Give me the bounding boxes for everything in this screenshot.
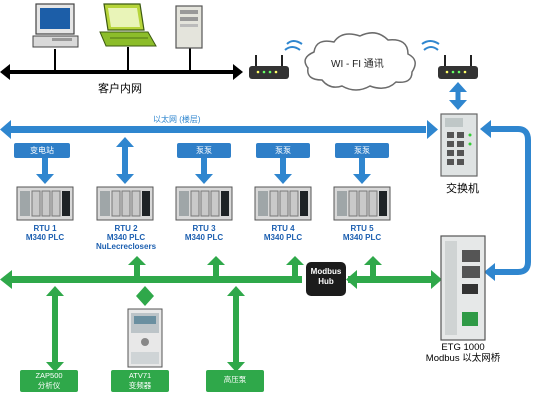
zap500-line-2: 分析仪 — [37, 381, 61, 390]
bridge-label-line-1: ETG 1000 — [441, 342, 485, 353]
plc-rack-4 — [254, 186, 312, 221]
wireless-router-right-icon — [438, 55, 478, 79]
wifi-communication-label: WI - FI 通讯 — [331, 59, 384, 70]
rtu-1-name: RTU 1 — [33, 224, 57, 233]
rtu-2-extra: NuLecreclosers — [95, 242, 157, 251]
plc-modbus-links — [128, 256, 382, 276]
modbus-bus — [0, 270, 442, 289]
rtu-5-name: RTU 5 — [350, 224, 374, 233]
desktop-computer-icon — [32, 3, 79, 48]
field-device-hp-pump: 高压泵 — [206, 370, 264, 392]
hp-pump-line-1: 高压泵 — [223, 375, 247, 384]
etg1000-bridge-icon — [440, 235, 486, 341]
rtu-5-model: M340 PLC — [342, 233, 382, 242]
field-device-atv71: ATV71 变频器 — [111, 370, 169, 392]
wifi-cloud — [304, 32, 416, 91]
rtu-2-model: M340 PLC — [106, 233, 146, 242]
plc-rack-1 — [16, 186, 74, 221]
atv71-line-1: ATV71 — [128, 371, 152, 380]
rtu-4-model: M340 PLC — [263, 233, 303, 242]
field-device-links — [46, 286, 245, 372]
station-tag-1: 变电站 — [14, 143, 70, 158]
rtu-label-5: RTU 5 M340 PLC — [332, 224, 392, 242]
bridge-label-line-2: Modbus 以太网桥 — [425, 353, 501, 364]
ethernet-bus-label: 以太网 (楼层) — [153, 115, 201, 124]
station-tag-4: 泵泵 — [256, 143, 310, 158]
rtu-3-model: M340 PLC — [184, 233, 224, 242]
station-tag-5: 泵泵 — [335, 143, 389, 158]
atv71-line-2: 变频器 — [128, 381, 152, 390]
wireless-router-left-icon — [249, 55, 289, 79]
plc-rack-3 — [175, 186, 233, 221]
rtu-label-1: RTU 1 M340 PLC — [15, 224, 75, 242]
etg-bridge-label: ETG 1000 Modbus 以太网桥 — [401, 342, 525, 364]
server-tower-icon — [175, 5, 203, 49]
hub-label-line-2: Hub — [318, 277, 334, 286]
switch-label: 交换机 — [446, 183, 479, 195]
ethernet-bus — [0, 120, 438, 139]
modbus-hub-label: Modbus Hub — [306, 267, 346, 287]
hub-label-line-1: Modbus — [310, 267, 342, 276]
ethernet-switch-icon — [440, 113, 478, 177]
rtu-1-model: M340 PLC — [25, 233, 65, 242]
rtu-3-name: RTU 3 — [192, 224, 216, 233]
wifi-waves-right-icon — [421, 40, 440, 51]
modbus-hub-box — [306, 262, 346, 296]
plc-rack-5 — [333, 186, 391, 221]
rtu-4-name: RTU 4 — [271, 224, 295, 233]
customer-lan-line — [0, 47, 243, 80]
rtu-label-4: RTU 4 M340 PLC — [253, 224, 313, 242]
plc-rack-2 — [96, 186, 154, 221]
zap500-line-1: ZAP500 — [35, 371, 63, 380]
station-tag-3: 泵泵 — [177, 143, 231, 158]
customer-lan-label: 客户内网 — [98, 83, 142, 95]
rtu-label-3: RTU 3 M340 PLC — [174, 224, 234, 242]
laptop-icon — [99, 3, 157, 47]
field-device-zap500: ZAP500 分析仪 — [20, 370, 78, 392]
station-links — [36, 137, 371, 184]
atv71-drive-icon — [127, 308, 163, 368]
switch-bridge-link — [480, 120, 531, 281]
rtu-label-2: RTU 2 M340 PLC NuLecreclosers — [90, 224, 162, 251]
wifi-waves-left-icon — [284, 40, 303, 51]
rtu-2-name: RTU 2 — [114, 224, 138, 233]
router-switch-arrow — [449, 82, 467, 110]
